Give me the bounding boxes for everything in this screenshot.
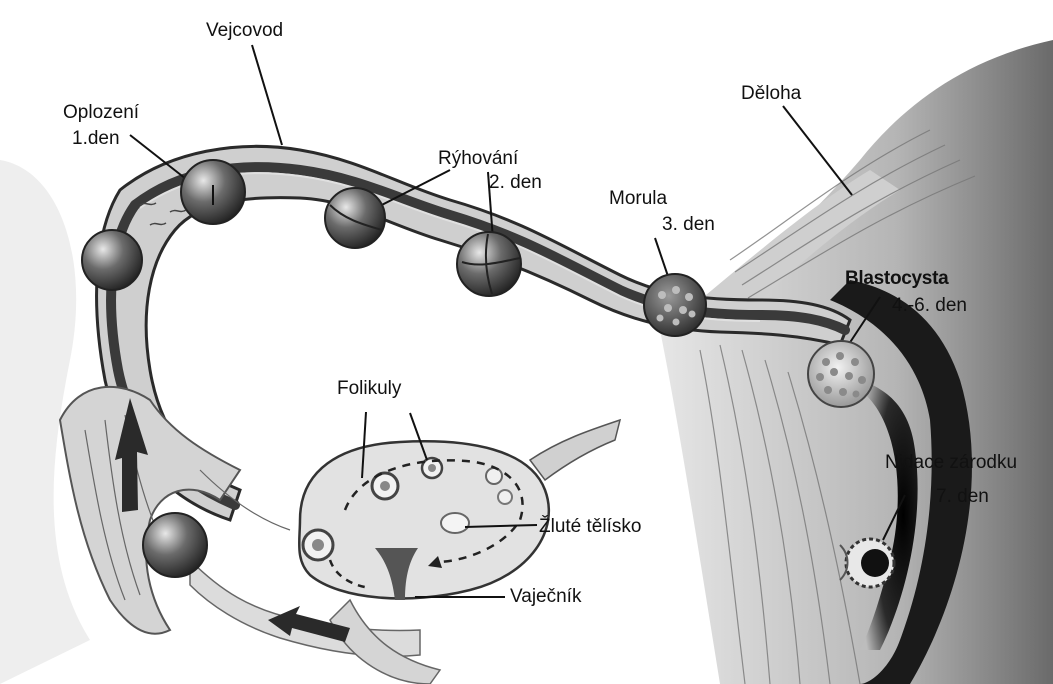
cleavage-day-label: 2. den <box>489 172 542 194</box>
egg-cell <box>82 230 142 290</box>
blastocyst-day-label: 4.-6. den <box>892 295 967 317</box>
morula-cell <box>644 274 706 336</box>
oviduct-label: Vejcovod <box>206 20 283 42</box>
ovulated-egg <box>143 513 207 577</box>
fertilization-label: Oplození <box>63 102 139 124</box>
ovary <box>299 420 620 684</box>
two-cell-stage <box>325 188 385 248</box>
corpus-luteum-label: Žluté tělísko <box>539 516 641 538</box>
uterus-label: Děloha <box>741 83 801 105</box>
morula-label: Morula <box>609 188 667 210</box>
nidation-label: Nidace zárodku <box>885 452 1017 474</box>
blastocyst-label: Blastocysta <box>845 268 948 290</box>
morula-day-label: 3. den <box>662 214 715 236</box>
cleavage-label: Rýhování <box>438 148 518 170</box>
nidation-day-label: 7. den <box>936 486 989 508</box>
ovary-label: Vaječník <box>510 586 581 608</box>
fertilization-day-label: 1.den <box>72 128 120 150</box>
follicles-label: Folikuly <box>337 378 401 400</box>
